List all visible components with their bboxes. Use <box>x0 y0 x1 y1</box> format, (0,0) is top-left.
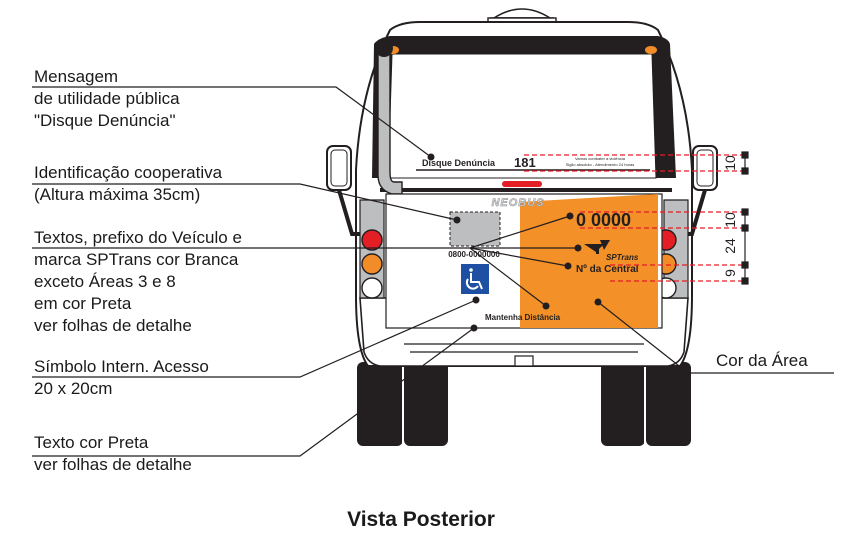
dimension-10-a: 10 <box>722 155 738 171</box>
wheelchair-icon <box>465 268 483 290</box>
rear-window <box>372 36 676 192</box>
caption: Vista Posterior <box>347 508 495 531</box>
label-textos-line-4: em cor Preta <box>34 294 132 313</box>
dimension-10-b: 10 <box>722 212 738 228</box>
label-identificacao-line-2: (Altura máxima 35cm) <box>34 185 201 204</box>
label-mensagem-line-1: Mensagem <box>34 67 119 86</box>
tail-lights-left <box>359 199 385 299</box>
label-textos-line-1: Textos, prefixo do Veículo e <box>34 228 242 247</box>
label-textos-line-5: ver folhas de detalhe <box>34 316 192 335</box>
disque-number: 181 <box>514 155 536 170</box>
label-mensagem: Mensagem de utilidade pública "Disque De… <box>34 66 180 132</box>
label-simbolo-line-1: Símbolo Intern. Acesso <box>34 357 209 376</box>
label-textos-line-3: exceto Áreas 3 e 8 <box>34 272 176 291</box>
side-mirrors <box>326 145 718 236</box>
vehicle-prefix: 0 0000 <box>576 210 631 230</box>
disque-label: Disque Denúncia <box>422 158 496 168</box>
label-mensagem-line-3: "Disque Denúncia" <box>34 111 176 130</box>
mantenha-distancia: Mantenha Distância <box>485 313 561 322</box>
exhaust-pipe <box>375 39 403 195</box>
label-texto-preta-line-1: Texto cor Preta <box>34 433 149 452</box>
phone-text: 0800-0000000 <box>448 250 500 259</box>
accessibility-symbol <box>461 264 489 294</box>
sptrans-logo <box>584 240 610 254</box>
disque-small-2: Sigilo absoluto - Atendimento 24 horas <box>566 162 635 167</box>
label-identificacao: Identificação cooperativa (Altura máxima… <box>34 162 222 206</box>
disque-small-1: Vamos combater a violência <box>575 156 626 161</box>
dimension-9: 9 <box>722 269 738 277</box>
leader-lines <box>32 86 834 457</box>
label-simbolo-line-2: 20 x 20cm <box>34 379 113 398</box>
label-texto-preta: Texto cor Preta ver folhas de detalhe <box>34 432 192 476</box>
central-number: Nº da Central <box>576 264 639 275</box>
label-simbolo: Símbolo Intern. Acesso 20 x 20cm <box>34 356 209 400</box>
sptrans-text: SPTrans <box>606 253 639 262</box>
label-textos: Textos, prefixo do Veículo e marca SPTra… <box>34 227 242 337</box>
rear-wheels <box>357 362 691 446</box>
label-mensagem-line-2: de utilidade pública <box>34 89 180 108</box>
label-identificacao-line-1: Identificação cooperativa <box>34 163 223 182</box>
dimension-guides <box>524 154 744 282</box>
label-textos-line-2: marca SPTrans cor Branca <box>34 250 239 269</box>
label-texto-preta-line-2: ver folhas de detalhe <box>34 455 192 474</box>
dimension-24: 24 <box>722 238 738 254</box>
brand-logo: NEOBUS <box>491 197 544 209</box>
dimension-bars <box>741 151 749 285</box>
label-cor-area: Cor da Área <box>716 351 808 370</box>
